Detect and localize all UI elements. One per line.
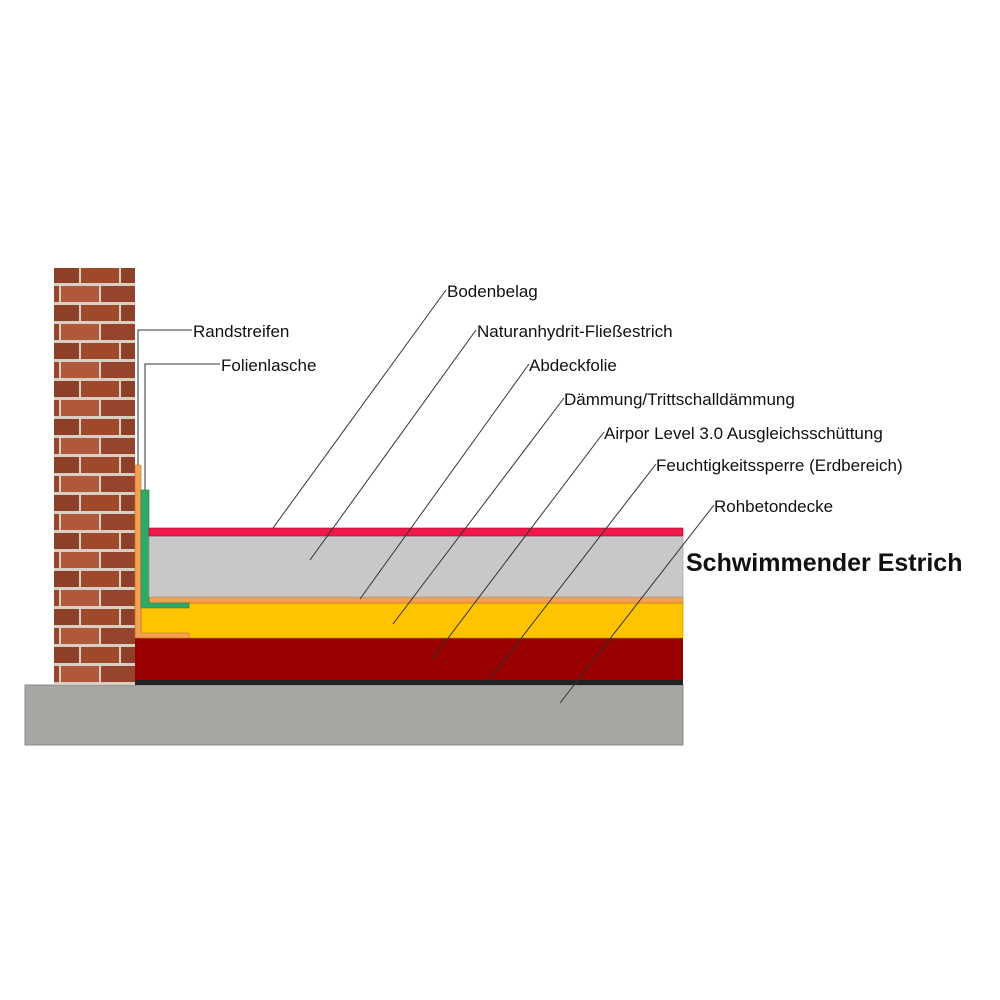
label-airpor: Airpor Level 3.0 Ausgleichsschüttung	[604, 424, 883, 443]
label-daemmung: Dämmung/Trittschalldämmung	[564, 390, 795, 409]
folienlasche-strip	[140, 489, 190, 609]
rohbeton-leader	[559, 504, 715, 704]
label-rohbeton: Rohbetondecke	[714, 497, 833, 516]
estrich-leader	[309, 329, 477, 561]
daemmung-leader	[392, 397, 565, 625]
rohbetondecke-layer	[24, 684, 684, 746]
label-abdeckfolie: Abdeckfolie	[529, 356, 617, 375]
label-folienlasche: Folienlasche	[221, 356, 316, 375]
airpor-leader	[432, 431, 605, 659]
randstreifen-leader	[137, 329, 192, 465]
label-bodenbelag: Bodenbelag	[447, 282, 538, 301]
abdeckfolie-leader	[359, 363, 530, 600]
brick-wall	[54, 268, 135, 685]
estrich-layer	[148, 535, 684, 598]
randstreifen-strip	[134, 464, 190, 639]
airpor-layer	[135, 638, 683, 680]
bodenbelag-layer	[148, 527, 684, 537]
folienlasche-leader	[144, 363, 220, 490]
abdeckfolie-layer	[148, 596, 684, 604]
feuchtigkeit-leader	[487, 463, 657, 682]
feuchtigkeitssperre-layer	[135, 680, 683, 685]
bodenbelag-leader	[272, 289, 447, 529]
label-randstreifen: Randstreifen	[193, 322, 289, 341]
diagram-title: Schwimmender Estrich	[686, 549, 962, 577]
label-estrich: Naturanhydrit-Fließestrich	[477, 322, 673, 341]
label-feuchtigkeit: Feuchtigkeitssperre (Erdbereich)	[656, 456, 903, 475]
daemmung-layer	[140, 602, 684, 639]
